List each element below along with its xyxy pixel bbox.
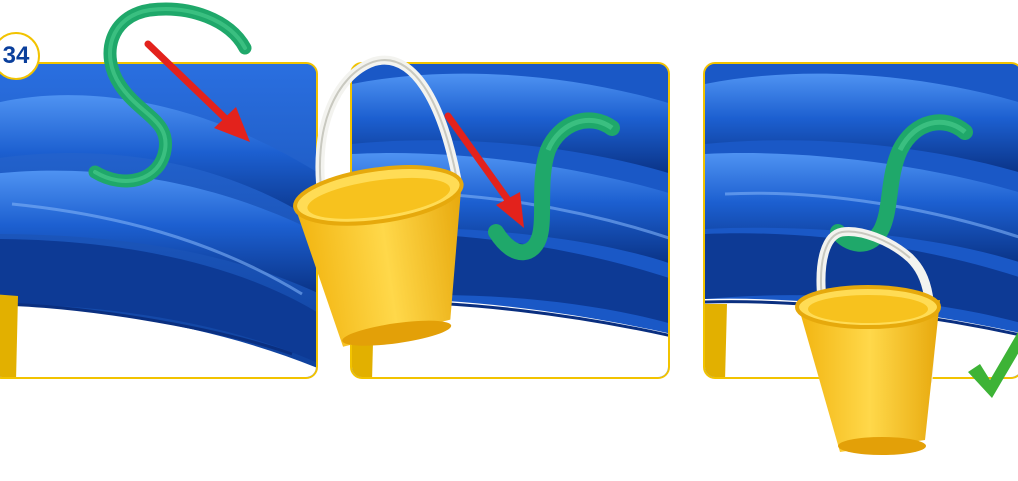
step-number: 34 <box>3 42 30 70</box>
water-table-illustration <box>0 64 318 379</box>
water-table-illustration <box>352 64 670 379</box>
check-mark-icon <box>966 330 1018 400</box>
panel-1-attach-hook <box>0 62 318 379</box>
panel-2-hang-bucket <box>350 62 670 379</box>
